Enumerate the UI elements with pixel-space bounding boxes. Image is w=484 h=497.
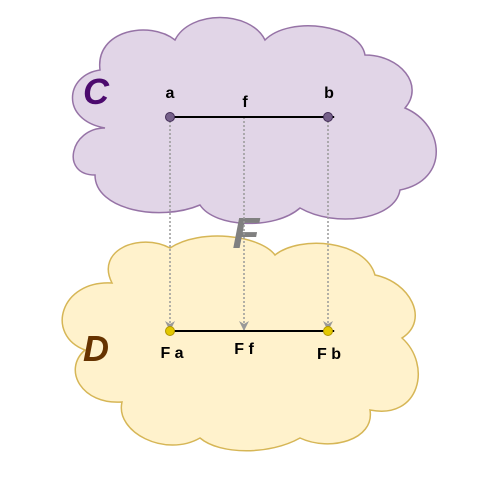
object-b-label: b [324, 85, 334, 102]
object-fb-point [323, 326, 333, 336]
object-a-point [165, 112, 175, 122]
object-b-point [323, 112, 333, 122]
object-fa-label: F a [160, 345, 183, 362]
category-c-cloud [71, 16, 437, 225]
category-c-label: C [83, 71, 110, 112]
object-fa-point [165, 326, 175, 336]
object-a-label: a [166, 85, 175, 102]
category-d-cloud [61, 235, 419, 452]
functor-label: F [233, 209, 261, 258]
object-fb-label: F b [317, 346, 341, 363]
morphism-f-label: f [242, 94, 248, 111]
morphism-ff-label: F f [234, 341, 254, 358]
category-d-label: D [83, 328, 109, 369]
